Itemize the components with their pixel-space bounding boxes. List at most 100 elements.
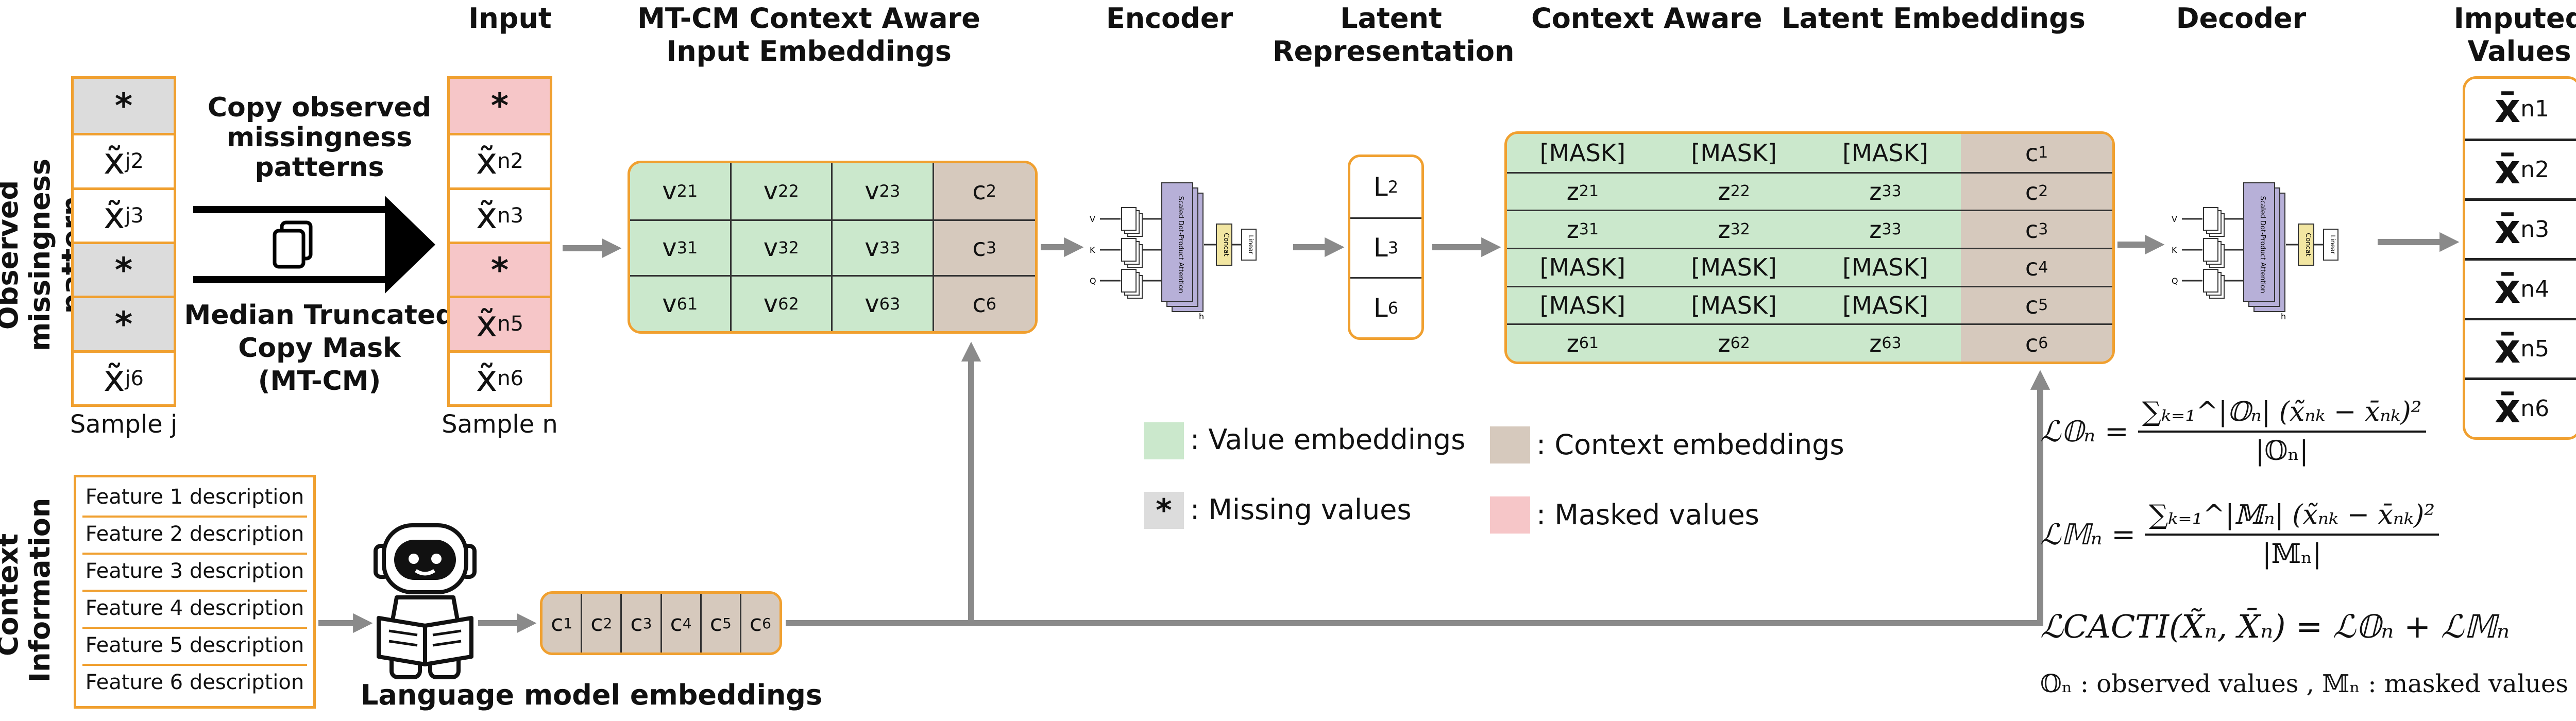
sample-n-cell: * <box>450 242 550 296</box>
latent-emb-value-cell: [MASK] <box>1809 134 1961 172</box>
input-emb-main: v <box>865 233 879 263</box>
concat-box <box>2298 224 2314 266</box>
equation-cacti: ℒCACTI(X̃ₙ, X̄ₙ) = ℒ𝕆ₙ + ℒ𝕄ₙ <box>2040 608 2510 645</box>
input-emb-sub: 63 <box>879 294 901 314</box>
latent-emb-context-sub: 2 <box>2038 182 2048 201</box>
attention-panel <box>2243 182 2275 302</box>
eq2-bar <box>2145 534 2439 536</box>
header-latent-line2: Representation <box>1273 35 1515 67</box>
lm-sub: 5 <box>722 614 732 632</box>
lm-sub: 3 <box>642 614 652 632</box>
latent-emb-text: [MASK] <box>1842 139 1928 167</box>
tblock-input-label: K <box>1090 245 1095 255</box>
lm-sub: 4 <box>682 614 692 632</box>
copy-arrow-bar-top <box>193 206 389 213</box>
lm-main: c <box>590 610 603 637</box>
cell-value: * <box>490 86 509 126</box>
latent-emb-sub: 33 <box>1882 182 1902 201</box>
latent-emb-text: [MASK] <box>1539 139 1626 167</box>
sample-j-cell: * <box>74 242 174 296</box>
sample-n-cell: x̃n2 <box>450 133 550 187</box>
header-imputed-line2: Values <box>2467 35 2571 67</box>
copy-top-line1: Copy observed <box>207 92 432 123</box>
latent-main: L <box>1373 172 1388 202</box>
input-emb-context-sub: 2 <box>986 181 997 201</box>
eq1-numerator: ∑ₖ₌₁^|𝕆ₙ| (x̃ₙₖ − x̄ₙₖ)² <box>2142 397 2422 427</box>
latent-emb-text: [MASK] <box>1842 253 1928 282</box>
header-mtcm-line1: MT-CM Context Aware <box>637 2 980 35</box>
imputed-sub: n3 <box>2520 216 2550 243</box>
input-emb-sub: 21 <box>676 181 698 201</box>
cell-value: * <box>114 86 133 126</box>
imputed-main: x̄ <box>2494 146 2521 193</box>
cell-value: * <box>114 250 133 290</box>
cell-subscript: j6 <box>125 366 144 390</box>
imputed-main: x̄ <box>2494 206 2521 253</box>
latent-emb-text: [MASK] <box>1539 291 1626 319</box>
cell-subscript: n6 <box>497 366 524 390</box>
copy-arrow-head <box>385 196 435 294</box>
header-imputed-line1: Imputed <box>2453 2 2576 35</box>
imputed-main: x̄ <box>2494 266 2521 313</box>
copy-top-line3: patterns <box>255 152 384 183</box>
latent-emb-sub: 32 <box>1730 220 1750 239</box>
latent-emb-text: [MASK] <box>1842 291 1928 319</box>
imputed-cell: x̄n5 <box>2465 318 2576 377</box>
copy-arrow-bar-bottom <box>193 276 389 283</box>
input-emb-context-main: c <box>972 177 986 206</box>
imputed-sub: n6 <box>2520 396 2550 422</box>
input-emb-main: v <box>763 289 778 319</box>
input-emb-main: v <box>865 177 879 206</box>
latent-emb-main: z <box>1869 177 1882 205</box>
cell-value: x̃ <box>104 357 125 400</box>
header-imputed: Imputed Values <box>2442 2 2576 68</box>
latent-emb-value-cell: [MASK] <box>1809 248 1961 286</box>
sample-n-cell: x̃n6 <box>450 350 550 404</box>
input-emb-sub: 22 <box>778 181 799 201</box>
legend-context-swatch <box>1490 426 1530 464</box>
latent-emb-context-main: c <box>2025 177 2039 205</box>
cell-subscript: j3 <box>125 203 144 228</box>
latent-emb-text: [MASK] <box>1691 253 1777 282</box>
imputed-sub: n5 <box>2520 336 2550 362</box>
latent-emb-main: z <box>1718 329 1731 357</box>
linear-box <box>2203 207 2218 231</box>
input-emb-main: v <box>662 177 677 206</box>
legend-context-label: : Context embeddings <box>1536 428 1844 461</box>
cell-value: x̃ <box>104 140 125 183</box>
imputed-main: x̄ <box>2494 85 2521 132</box>
copy-arrow <box>193 196 435 294</box>
latent-emb-context-main: c <box>2025 215 2039 244</box>
tblock-input-label: Q <box>1090 276 1096 286</box>
latent-emb-context-main: c <box>2025 253 2039 282</box>
imputed-cell: x̄n2 <box>2465 139 2576 198</box>
latent-emb-sub: 63 <box>1882 334 1902 353</box>
header-latent: Latent Representation <box>1273 2 1515 68</box>
lm-sub: 2 <box>603 614 613 632</box>
latent-emb-value-cell: [MASK] <box>1809 285 1961 324</box>
input-emb-sub: 32 <box>778 238 799 258</box>
latent-emb-context-main: c <box>2025 291 2039 319</box>
latent-sub: 6 <box>1387 298 1399 318</box>
arrow-lm-context-line <box>786 370 2050 626</box>
